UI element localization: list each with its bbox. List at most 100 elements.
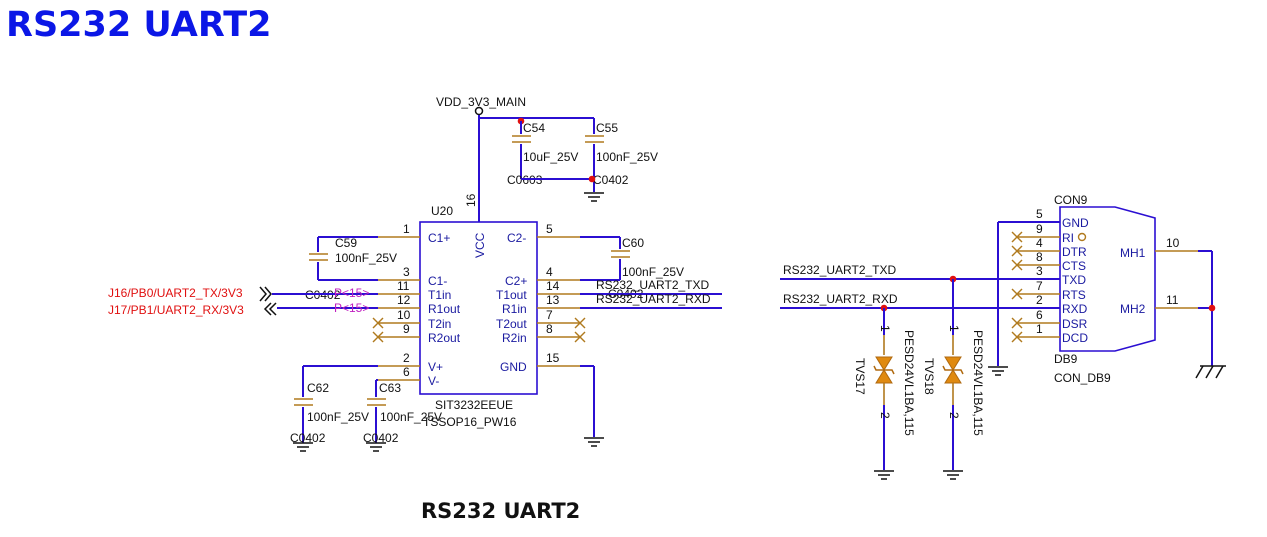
- mh2-pin: 11: [1166, 293, 1179, 307]
- port-arrow-icon: [263, 302, 272, 316]
- mh2-label: MH2: [1120, 302, 1146, 316]
- connector-part: DB9: [1054, 352, 1078, 366]
- mh1-pin: 10: [1166, 236, 1180, 250]
- connector-footprint: CON_DB9: [1054, 371, 1111, 385]
- pin-number: 2: [403, 351, 410, 365]
- pin-name-c1plus: C1+: [428, 231, 450, 245]
- pin-number: 14: [546, 279, 560, 293]
- pin-name-vplus: V+: [428, 360, 443, 374]
- ic-left-pins: 1 3 11 12 10 9 2 6: [372, 222, 420, 381]
- c62-ref: C62: [307, 381, 329, 395]
- pin-name-rts: RTS: [1062, 288, 1086, 302]
- tvs18-ref: TVS18: [922, 358, 936, 395]
- uart-net-labels: J16/PB0/UART2_TX/3V3 J17/PB1/UART2_RX/3V…: [108, 286, 378, 317]
- ic-vcc-label: VCC: [473, 232, 487, 258]
- pin-number: 6: [403, 365, 410, 379]
- pin-number: 2: [1036, 293, 1043, 307]
- pin-number: 4: [1036, 236, 1043, 250]
- c59-value: 100nF_25V: [335, 251, 397, 265]
- pin-number: 6: [1036, 308, 1043, 322]
- tvs17-ref: TVS17: [853, 358, 867, 395]
- pin-number: 9: [1036, 222, 1043, 236]
- rs232-ic-nets: RS232_UART2_TXD RS232_UART2_RXD: [580, 278, 722, 309]
- pin-number: 8: [1036, 250, 1043, 264]
- junction-dot: [588, 175, 596, 183]
- c55-package: C0402: [593, 173, 629, 187]
- ic-ground: [580, 365, 604, 447]
- capacitor-c59: C59 100nF_25V C0402: [305, 236, 397, 302]
- tvs18-pin2: 2: [947, 412, 961, 419]
- pin-name-ri: RI: [1062, 231, 1074, 245]
- no-connect-marker: [1011, 231, 1023, 343]
- pin-name-dcd: DCD: [1062, 331, 1088, 345]
- capacitor-c54: C54 10uF_25V C0603: [507, 121, 578, 187]
- ic-ref: U20: [431, 204, 453, 218]
- c62-value: 100nF_25V: [307, 410, 369, 424]
- mh1-label: MH1: [1120, 246, 1146, 260]
- junction-dot: [1208, 304, 1216, 312]
- no-connect-marker: [574, 317, 586, 343]
- tvs-diode-tvs17: 1 2 TVS17 PESD24VL1BA,115: [853, 308, 916, 480]
- net-sig-tx: P<15>: [334, 286, 369, 300]
- pin-number: 12: [397, 293, 411, 307]
- pin-name-vminus: V-: [428, 374, 439, 388]
- pin-number: 1: [1036, 322, 1043, 336]
- power-port-symbol: [474, 106, 484, 116]
- connector-ref: CON9: [1054, 193, 1088, 207]
- footer-title: RS232 UART2: [421, 499, 580, 523]
- net-label-rs232-rxd-ic: RS232_UART2_RXD: [596, 292, 711, 306]
- pin-number: 8: [546, 322, 553, 336]
- pin-number: 3: [1036, 264, 1043, 278]
- capacitor-c63: C63 100nF_25V C0402: [363, 379, 442, 452]
- c60-value: 100nF_25V: [622, 265, 684, 279]
- c60-ref: C60: [622, 236, 644, 250]
- db9-connector: CON9 DB9 CON_DB9 5 9 4 8 3 7 2 6: [988, 193, 1226, 385]
- port-arrow-icon: [259, 286, 267, 302]
- ground-symbol: [584, 192, 604, 202]
- pin-number: 15: [546, 351, 560, 365]
- pin-name-dsr: DSR: [1062, 317, 1088, 331]
- pin-number: 5: [1036, 207, 1043, 221]
- no-connect-marker: [372, 317, 384, 343]
- pin-number: 7: [1036, 279, 1043, 293]
- c54-ref: C54: [523, 121, 545, 135]
- vcc-pin-number: 16: [464, 193, 478, 207]
- net-label-rs232-txd-ic: RS232_UART2_TXD: [596, 278, 709, 292]
- pin-name-txd: TXD: [1062, 273, 1086, 287]
- pin-number: 4: [546, 265, 553, 279]
- net-label-rs232-rxd: RS232_UART2_RXD: [783, 292, 898, 306]
- pin-name-r1in: R1in: [502, 302, 527, 316]
- tvs17-pin2: 2: [878, 412, 892, 419]
- c55-ref: C55: [596, 121, 618, 135]
- tvs17-pin1: 1: [878, 325, 892, 332]
- pin-number: 5: [546, 222, 553, 236]
- pin-name-gnd: GND: [1062, 216, 1089, 230]
- tvs17-part: PESD24VL1BA,115: [902, 330, 916, 436]
- pin-name-gnd: GND: [500, 360, 527, 374]
- chassis-ground-icon: [1195, 365, 1226, 379]
- pin-number: 10: [397, 308, 411, 322]
- pin-name-t2out: T2out: [496, 317, 527, 331]
- pin-name-dtr: DTR: [1062, 245, 1087, 259]
- pin-name-r1out: R1out: [428, 302, 461, 316]
- tvs18-pin1: 1: [947, 325, 961, 332]
- net-label-uart-rx: J17/PB1/UART2_RX/3V3: [108, 303, 244, 317]
- c54-value: 10uF_25V: [523, 150, 578, 164]
- pin-name-c1minus: C1-: [428, 274, 447, 288]
- port-arrow-icon: [264, 286, 272, 302]
- ic-right-pins: 5 4 14 13 7 8 15: [537, 222, 586, 367]
- capacitor-c60: C60 100nF_25V C0402: [580, 236, 684, 301]
- rs232-connector-nets: RS232_UART2_TXD RS232_UART2_RXD: [780, 263, 1060, 312]
- pin-name-cts: CTS: [1062, 259, 1086, 273]
- pin-name-t1out: T1out: [496, 288, 527, 302]
- power-net-label: VDD_3V3_MAIN: [436, 95, 526, 109]
- pin-name-c2minus: C2-: [507, 231, 526, 245]
- pin-number: 9: [403, 322, 410, 336]
- pin-number: 11: [397, 279, 410, 293]
- ic-u20: U20 VCC SIT3232EEUE TSSOP16_PW16 C1+ C1-…: [419, 204, 538, 429]
- c63-value: 100nF_25V: [380, 410, 442, 424]
- c55-value: 100nF_25V: [596, 150, 658, 164]
- ri-inversion-bubble: [1077, 232, 1087, 242]
- net-label-rs232-txd: RS232_UART2_TXD: [783, 263, 896, 277]
